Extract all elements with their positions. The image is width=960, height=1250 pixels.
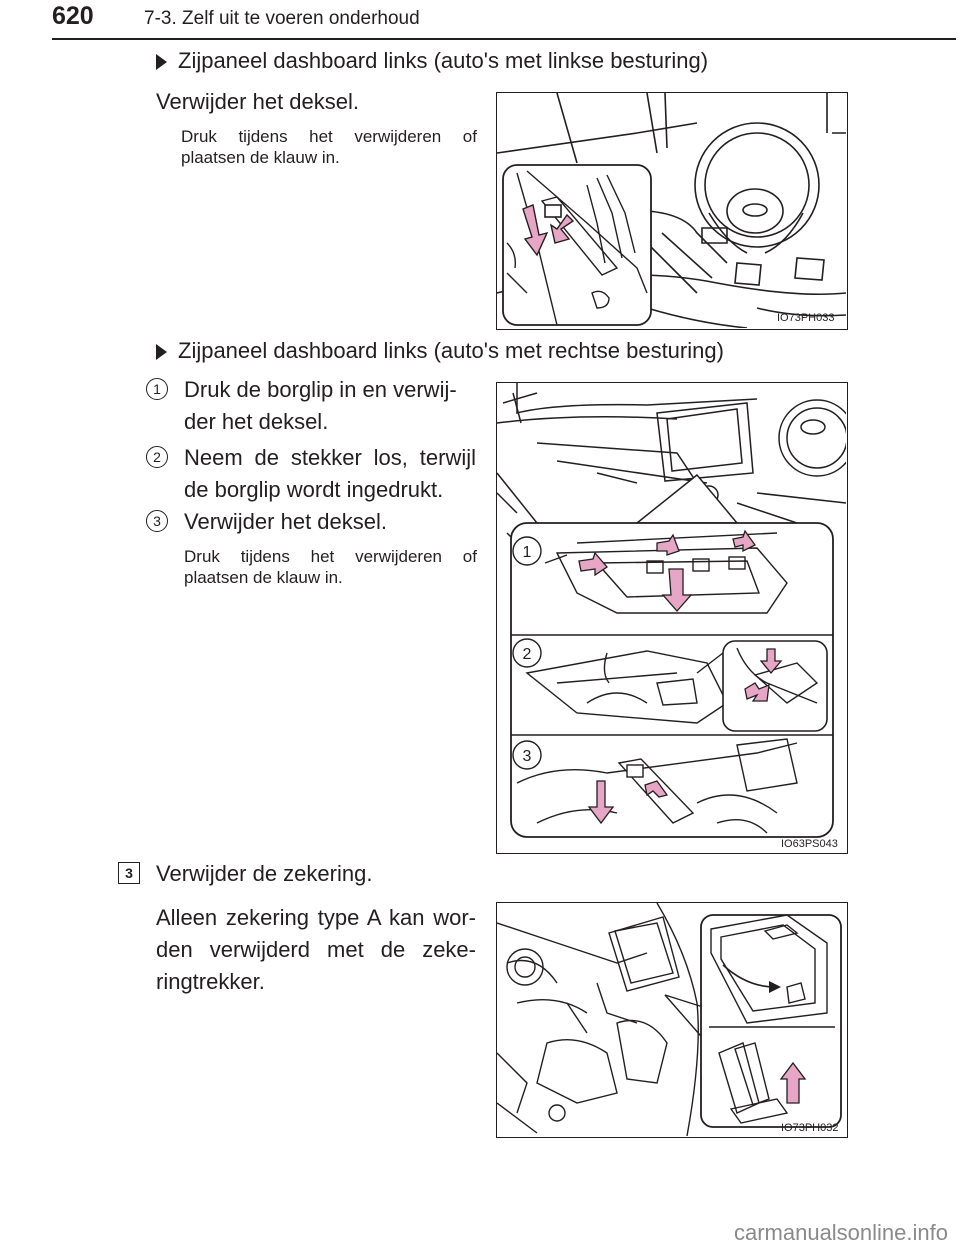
illustration-lhd-dashboard: IO73PH033 xyxy=(497,93,846,328)
instruction-remove-fuse: Verwijder de zekering. xyxy=(156,861,373,886)
figure-code-rhd: IO63PS043 xyxy=(781,838,838,850)
header-rule xyxy=(52,38,956,40)
chapter-title: 7-3. Zelf uit te voeren onderhoud xyxy=(144,8,420,29)
step-1-text: Druk de borglip in en verwij- der het de… xyxy=(184,377,457,434)
step-number-circle: 1 xyxy=(146,378,168,400)
inset-label-2: 2 xyxy=(523,646,532,663)
step-number-circle: 2 xyxy=(146,446,168,468)
figure-code-fuse: IO73PH032 xyxy=(781,1122,838,1134)
figure-rhd-side-panel: 1 2 3 IO63PS043 xyxy=(496,382,848,854)
step-number-box: 3 xyxy=(118,862,140,884)
inset-label-3: 3 xyxy=(523,748,532,765)
section-heading-lhd: Zijpaneel dashboard links (auto's met li… xyxy=(156,48,708,74)
triangle-bullet-icon xyxy=(156,344,167,360)
page-number: 620 xyxy=(52,2,94,30)
section-heading-rhd: Zijpaneel dashboard links (auto's met re… xyxy=(156,338,724,364)
inset-label-1: 1 xyxy=(523,544,532,561)
step-3-text: Verwijder het deksel. xyxy=(184,509,387,534)
note-press-claw: Druk tijdens het verwijderen of plaatsen… xyxy=(181,127,477,167)
figure-lhd-side-panel: IO73PH033 xyxy=(496,92,848,330)
figure-code-lhd: IO73PH033 xyxy=(777,312,834,324)
step-number-circle: 3 xyxy=(146,510,168,532)
illustration-rhd-dashboard: 1 2 3 IO63PS043 xyxy=(497,383,846,850)
note-press-claw: Druk tijdens het verwijderen of plaatsen… xyxy=(184,547,477,587)
watermark: carmanualsonline.info xyxy=(733,1220,948,1245)
instruction-remove-cover: Verwijder het deksel. xyxy=(156,89,359,114)
illustration-engine-bay-fuse: IO73PH032 xyxy=(497,903,842,1136)
fuse-puller-note: Alleen zekering type A kan wor- den verw… xyxy=(156,905,476,994)
step-2-text: Neem de stekker los, terwijl de borglip … xyxy=(184,445,476,502)
figure-fuse-box: IO73PH032 xyxy=(496,902,848,1138)
triangle-bullet-icon xyxy=(156,54,167,70)
